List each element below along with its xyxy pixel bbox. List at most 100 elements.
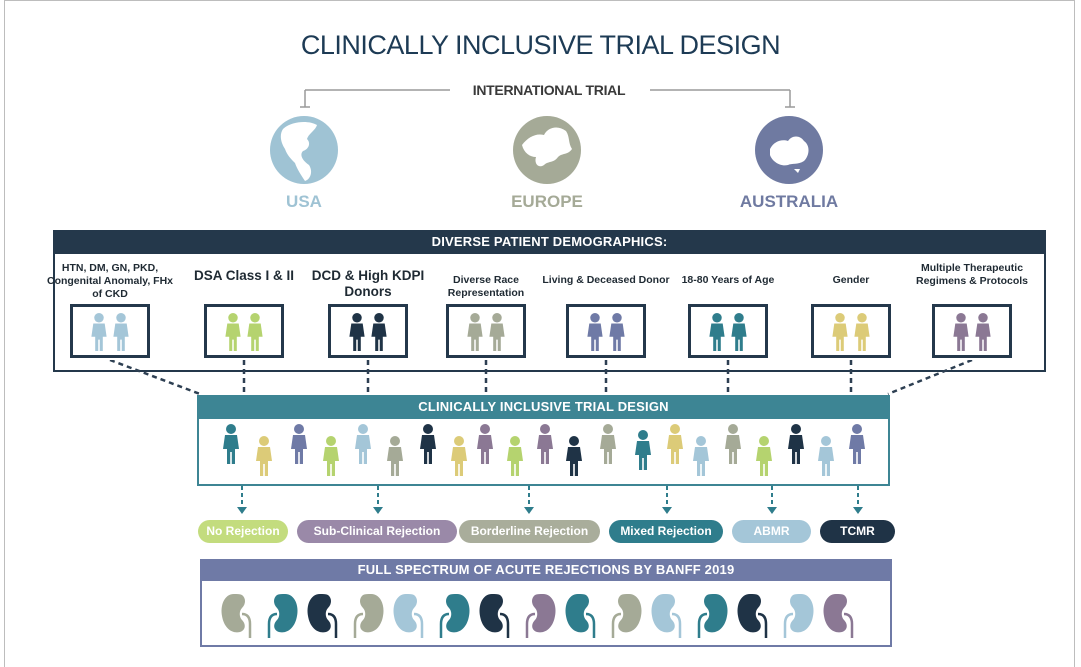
- outcome-arrows: [237, 486, 863, 514]
- banff-kidneys: [221, 594, 854, 638]
- banff-header: FULL SPECTRUM OF ACUTE REJECTIONS BY BAN…: [200, 559, 892, 581]
- person-icon: [355, 424, 371, 464]
- person-icon: [693, 436, 709, 476]
- demographic-label: Multiple Therapeutic Regimens & Protocol…: [915, 262, 1029, 287]
- person-icon: [387, 436, 403, 476]
- person-icon: [291, 424, 307, 464]
- person-icon: [975, 313, 991, 351]
- person-icon: [489, 313, 505, 351]
- person-icon: [818, 436, 834, 476]
- demographic-icon-box: [932, 304, 1012, 358]
- person-icon: [566, 436, 582, 476]
- demographic-icon-box: [566, 304, 646, 358]
- demographic-label: Gender: [832, 274, 870, 286]
- cohort-people: [223, 424, 865, 476]
- outcome-pill: ABMR: [732, 520, 811, 543]
- people-pair-icon: [709, 313, 747, 351]
- demographic-label: 18-80 Years of Age: [681, 274, 775, 286]
- kidney-icon: [823, 594, 854, 638]
- international-trial-label: INTERNATIONAL TRIAL: [472, 82, 626, 98]
- person-icon: [507, 436, 523, 476]
- demographics-header: DIVERSE PATIENT DEMOGRAPHICS:: [53, 230, 1046, 254]
- arrow-head-icon: [524, 507, 534, 514]
- person-icon: [371, 313, 387, 351]
- people-pair-icon: [349, 313, 387, 351]
- kidney-icon: [737, 594, 768, 638]
- people-pair-icon: [467, 313, 505, 351]
- person-icon: [731, 313, 747, 351]
- kidney-icon: [307, 594, 338, 638]
- region-label-australia: AUSTRALIA: [739, 192, 839, 211]
- demographic-icon-box: [446, 304, 526, 358]
- demographic-icon-box: [328, 304, 408, 358]
- person-icon: [451, 436, 467, 476]
- dashed-connector: [887, 360, 973, 396]
- person-icon: [854, 313, 870, 351]
- person-icon: [587, 313, 603, 351]
- kidney-icon: [783, 594, 814, 638]
- dashed-connector: [109, 360, 201, 396]
- frame-right-border: [1074, 0, 1075, 667]
- outcome-pill: Sub-Clinical Rejection: [297, 520, 457, 543]
- kidney-icon: [697, 594, 728, 638]
- kidney-icon: [651, 594, 682, 638]
- person-icon: [600, 424, 616, 464]
- people-pair-icon: [832, 313, 870, 351]
- region-label-usa: USA: [286, 192, 322, 211]
- person-icon: [420, 424, 436, 464]
- person-icon: [247, 313, 263, 351]
- outcome-pill: TCMR: [820, 520, 895, 543]
- person-icon: [849, 424, 865, 464]
- person-icon: [635, 430, 651, 470]
- outcome-pill: No Rejection: [198, 520, 288, 543]
- frame-left-border: [4, 0, 5, 667]
- kidney-icon: [611, 594, 642, 638]
- kidney-icon: [525, 594, 556, 638]
- person-icon: [725, 424, 741, 464]
- people-pair-icon: [91, 313, 129, 351]
- demographic-icon-box: [204, 304, 284, 358]
- person-icon: [788, 424, 804, 464]
- person-icon: [609, 313, 625, 351]
- person-icon: [225, 313, 241, 351]
- globe-australia-icon: [755, 116, 823, 184]
- kidney-icon: [221, 594, 252, 638]
- person-icon: [756, 436, 772, 476]
- globe-europe-icon: [513, 116, 581, 184]
- demographic-label: DCD & High KDPI Donors: [311, 268, 425, 299]
- person-icon: [113, 313, 129, 351]
- person-icon: [256, 436, 272, 476]
- person-icon: [91, 313, 107, 351]
- demographic-icon-box: [688, 304, 768, 358]
- demographic-label: Living & Deceased Donor: [542, 274, 670, 286]
- kidney-icon: [479, 594, 510, 638]
- person-icon: [953, 313, 969, 351]
- demographics-connectors: [109, 360, 973, 396]
- person-icon: [467, 313, 483, 351]
- person-icon: [537, 424, 553, 464]
- person-icon: [832, 313, 848, 351]
- arrow-head-icon: [853, 507, 863, 514]
- people-pair-icon: [225, 313, 263, 351]
- international-bracket: [300, 89, 795, 108]
- arrow-head-icon: [767, 507, 777, 514]
- kidney-icon: [353, 594, 384, 638]
- person-icon: [667, 424, 683, 464]
- outcome-pill: Borderline Rejection: [459, 520, 600, 543]
- demographic-label: HTN, DM, GN, PKD, Congenital Anomaly, FH…: [46, 262, 173, 300]
- page-title: CLINICALLY INCLUSIVE TRIAL DESIGN: [300, 30, 781, 60]
- kidney-icon: [565, 594, 596, 638]
- kidney-icon: [267, 594, 298, 638]
- frame-top-border: [4, 0, 1075, 1]
- outcome-pill: Mixed Rejection: [609, 520, 723, 543]
- demographic-label: Diverse Race Representation: [447, 274, 525, 299]
- person-icon: [477, 424, 493, 464]
- person-icon: [223, 424, 239, 464]
- people-pair-icon: [953, 313, 991, 351]
- globe-americas-icon: [270, 116, 338, 184]
- region-label-europe: EUROPE: [511, 192, 583, 211]
- person-icon: [349, 313, 365, 351]
- arrow-head-icon: [237, 507, 247, 514]
- demographic-label: DSA Class I & II: [193, 268, 295, 283]
